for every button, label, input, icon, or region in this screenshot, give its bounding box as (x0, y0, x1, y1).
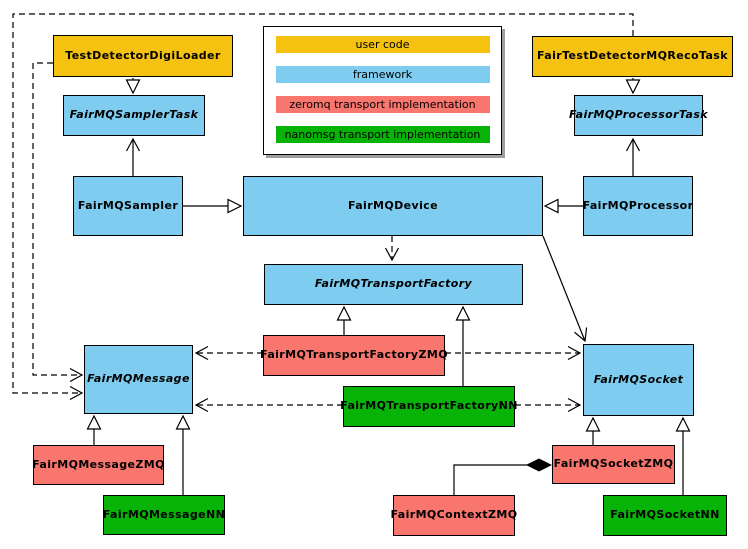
legend: user code framework zeromq transport imp… (263, 26, 502, 155)
legend-item-nanomsg: nanomsg transport implementation (275, 126, 490, 143)
edge-contextzmq-socketzmq-composition (453, 465, 527, 495)
class-box-fairmqprocessor: FairMQProcessor (583, 176, 693, 236)
legend-item-framework: framework (275, 66, 490, 83)
class-box-fairmqtransportfactorynn: FairMQTransportFactoryNN (340, 386, 517, 427)
legend-item-zeromq: zeromq transport implementation (275, 96, 490, 113)
class-box-fairmqmessagenn: FairMQMessageNN (103, 495, 225, 535)
class-box-fairmqmessagezmq: FairMQMessageZMQ (32, 445, 164, 485)
class-box-fairmqtransportfactoryzmq: FairMQTransportFactoryZMQ (260, 335, 448, 376)
edge-digiloader-message-dependency (32, 62, 84, 383)
class-box-fairmqdevice: FairMQDevice (243, 176, 543, 236)
class-box-fairmqsocketzmq: FairMQSocketZMQ (552, 445, 675, 484)
class-box-testdetectordigiloader: TestDetectorDigiLoader (53, 35, 233, 77)
class-box-fairmqcontextzmq: FairMQContextZMQ (391, 495, 517, 536)
edge-recotask-message-dependency (12, 13, 634, 401)
class-box-fairmqtransportfactory: FairMQTransportFactory (264, 264, 523, 305)
class-box-fairtestdetectormqrecotask: FairTestDetectorMQRecoTask (532, 36, 733, 77)
class-box-fairmqsampler: FairMQSampler (73, 176, 183, 236)
class-box-fairmqsamplertask: FairMQSamplerTask (63, 95, 205, 136)
edge-device-socket-association (542, 235, 588, 343)
class-box-fairmqmessage: FairMQMessage (84, 345, 193, 414)
class-box-fairmqprocessortask: FairMQProcessorTask (569, 95, 708, 136)
class-box-fairmqsocketnn: FairMQSocketNN (603, 495, 727, 536)
legend-item-user-code: user code (275, 36, 490, 53)
class-box-fairmqsocket: FairMQSocket (583, 344, 694, 416)
